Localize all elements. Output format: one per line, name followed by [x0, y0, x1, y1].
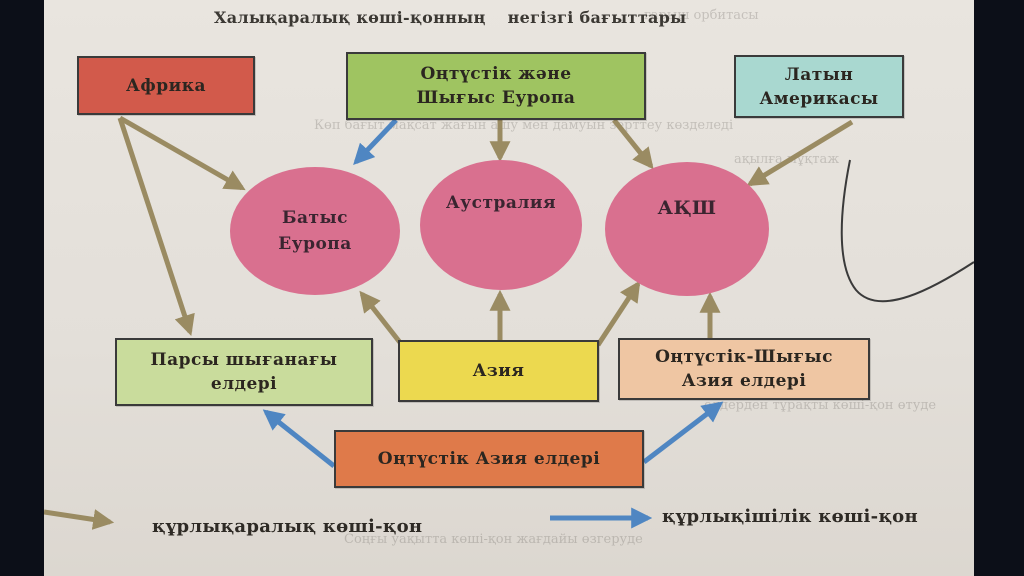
circle-usa-label: АҚШ — [657, 197, 717, 219]
box-south-asia-label: Оңтүстік Азия елдері — [377, 449, 601, 469]
background-text: Көп бағыт мақсат жағын ашу мен дамуын зе… — [314, 118, 734, 133]
legend-intracontinental-label: құрлықішілік көші-қон — [662, 506, 918, 527]
circle-western-europe: Батыс Еуропа — [230, 167, 400, 295]
circle-western-europe-line2: Еуропа — [278, 234, 352, 254]
box-persian-gulf-line1: Парсы шығанағы — [150, 350, 338, 370]
circle-western-europe-line1: Батыс — [282, 208, 348, 228]
arrow-africa-to-persian-gulf — [117, 117, 195, 336]
arrow-south-asia-to-persian-gulf — [262, 409, 336, 468]
box-south-east-asia: Оңтүстік-Шығыс Азия елдері — [618, 338, 870, 400]
arrow-africa-to-western-europe — [118, 115, 246, 191]
circle-australia: Аустралия — [420, 160, 582, 290]
circle-usa: АҚШ — [605, 162, 769, 296]
textbook-page: ғарыш орбитасы Көп бағыт мақсат жағын аш… — [44, 0, 974, 576]
box-asia: Азия — [398, 340, 599, 402]
legend-intercontinental-label: құрлықаралық көші-қон — [152, 516, 423, 537]
arrow-south-asia-to-southeast-asia — [642, 401, 724, 464]
box-south-east-asia-line2: Азия елдері — [681, 371, 807, 391]
arrow-europe-to-western-europe — [353, 118, 398, 166]
circle-australia-label: Аустралия — [445, 193, 557, 213]
arrow-asia-to-usa — [595, 280, 641, 347]
box-asia-label: Азия — [472, 361, 525, 381]
box-south-east-europe-line1: Оңтүстік және — [420, 64, 572, 84]
arrow-asia-to-western-europe — [359, 290, 404, 347]
box-latin-america-line1: Латын — [784, 64, 854, 85]
legend-intercontinental-arrow — [44, 509, 115, 530]
box-south-east-asia-line1: Оңтүстік-Шығыс — [655, 347, 833, 367]
box-latin-america-line2: Америкасы — [759, 88, 879, 109]
box-africa-label: Африка — [126, 75, 206, 96]
box-south-asia: Оңтүстік Азия елдері — [334, 430, 644, 488]
box-south-east-europe: Оңтүстік және Шығыс Еуропа — [346, 52, 646, 120]
pen-mark — [840, 159, 974, 303]
arrow-europe-to-usa — [612, 118, 654, 170]
background-text: ғарыш орбитасы — [644, 8, 759, 23]
box-africa: Африка — [77, 56, 255, 115]
arrows-layer — [44, 115, 974, 530]
box-persian-gulf-line2: елдері — [210, 374, 278, 394]
box-south-east-europe-line2: Шығыс Еуропа — [416, 88, 576, 108]
arrow-latin-america-to-usa — [746, 119, 854, 187]
background-text: елдерден тұрақты көші-қон өтуде — [704, 398, 937, 413]
background-text: Соңғы уақытта көші-қон жағдайы өзгеруде — [344, 532, 643, 547]
box-persian-gulf: Парсы шығанағы елдері — [115, 338, 373, 406]
box-latin-america: Латын Америкасы — [734, 55, 904, 118]
